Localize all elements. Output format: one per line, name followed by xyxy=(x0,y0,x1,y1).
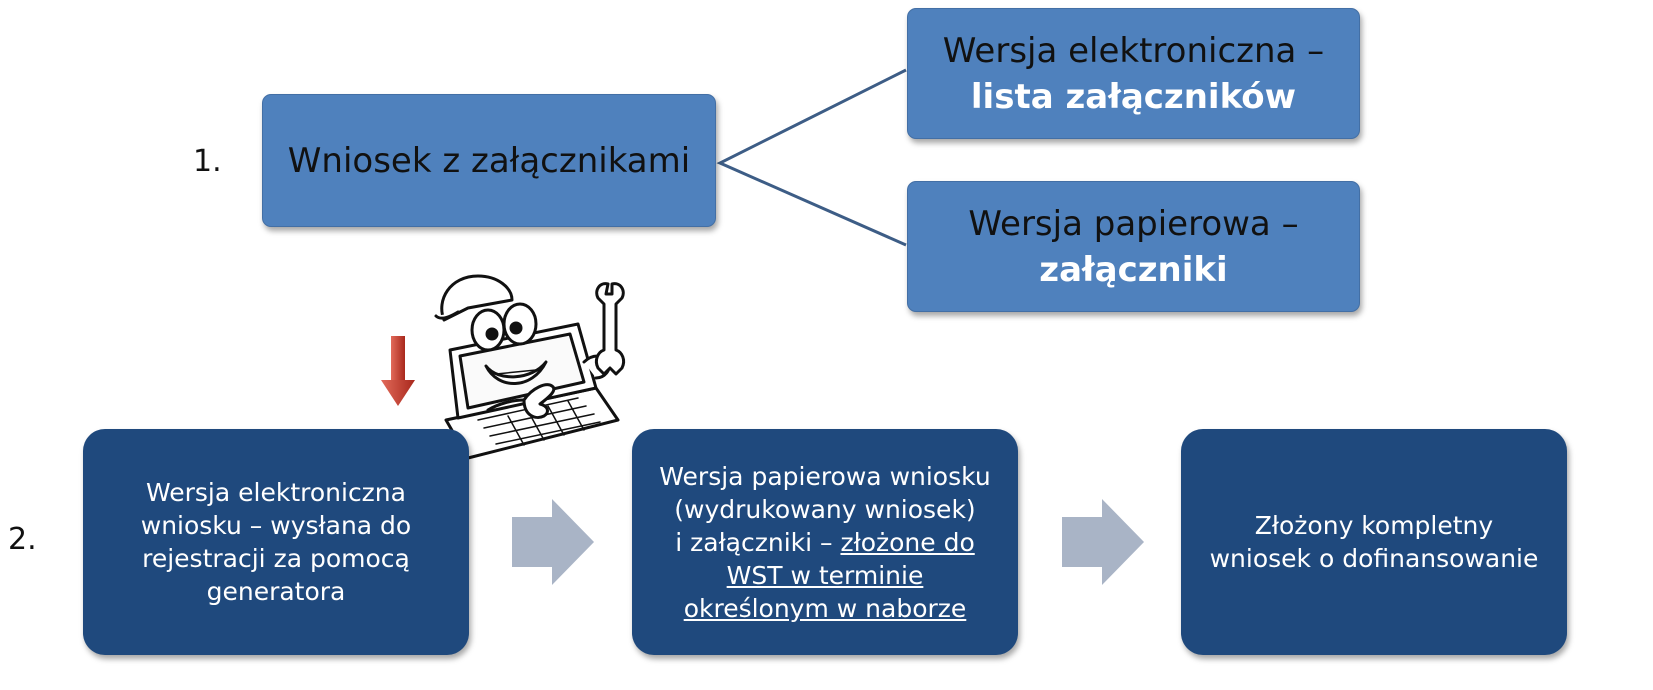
step-2-number: 2. xyxy=(8,522,37,557)
paper-version-label: Wersja papierowa – załączniki xyxy=(968,203,1299,290)
flow-arrow-icon xyxy=(512,499,594,585)
electronic-submission-label: Wersja elektroniczna wniosku – wysłana d… xyxy=(140,478,412,606)
complete-application-label: Złożony kompletny wniosek o dofinansowan… xyxy=(1209,511,1539,573)
paper-submission-label: Wersja papierowa wniosku (wydrukowany wn… xyxy=(659,461,991,623)
complete-application-box: Złożony kompletny wniosek o dofinansowan… xyxy=(1181,429,1567,655)
laptop-mechanic-cartoon-icon xyxy=(434,274,626,460)
paper-submission-box: Wersja papierowa wniosku (wydrukowany wn… xyxy=(632,429,1018,655)
electronic-version-box: Wersja elektroniczna – lista załączników xyxy=(907,8,1360,139)
electronic-version-label: Wersja elektroniczna – lista załączników xyxy=(942,30,1325,117)
electronic-submission-box: Wersja elektroniczna wniosku – wysłana d… xyxy=(83,429,469,655)
main-application-box: Wniosek z załącznikami xyxy=(262,94,716,227)
down-arrow-icon xyxy=(381,336,415,406)
flow-arrow-icon xyxy=(1062,499,1144,585)
main-application-label: Wniosek z załącznikami xyxy=(287,140,691,181)
paper-version-box: Wersja papierowa – załączniki xyxy=(907,181,1360,312)
step-1-number: 1. xyxy=(193,144,222,179)
